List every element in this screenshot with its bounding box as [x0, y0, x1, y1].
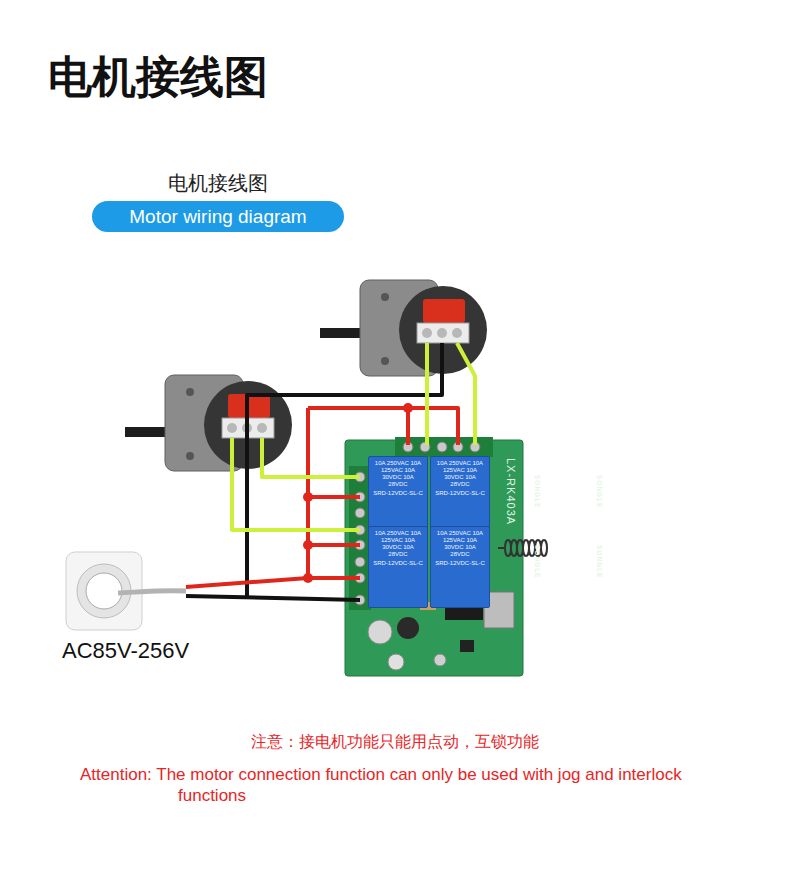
node-text: SRD-12VDC-SL-C: [372, 560, 424, 567]
gear-motor: [125, 375, 292, 471]
relay-board-pcb: [345, 437, 523, 676]
black-wire: [186, 596, 360, 600]
relay: SONGLE10A 250VAC 10A 125VAC 10A 30VDC 10…: [430, 526, 490, 608]
yellow-wire: [425, 343, 429, 445]
power-outlet: [118, 591, 186, 593]
relay-board: LX-RK403A SONGLE10A 250VAC 10A 125VAC 10A…: [345, 440, 523, 676]
board-components: [434, 654, 446, 666]
gear-motor: [320, 328, 365, 338]
red-wire: [308, 408, 458, 445]
power-outlet: [86, 573, 122, 609]
black-wire: [245, 438, 249, 598]
page-title: 电机接线图: [48, 48, 790, 107]
board-components: [388, 654, 404, 670]
black-wire: [186, 343, 442, 600]
board-components: [460, 640, 474, 652]
node-heading: SONGLE: [534, 475, 541, 508]
gear-motor: [437, 328, 447, 338]
gear-motor: [320, 280, 487, 376]
black-wire: [247, 343, 442, 440]
node-text: SRD-12VDC-SL-C: [372, 490, 424, 497]
wire-junction: [303, 573, 313, 583]
gear-motor: [381, 293, 389, 301]
gear-motor: [257, 423, 267, 433]
gear-motor: [186, 452, 194, 460]
node-heading: LX-RK403A: [505, 458, 517, 525]
node-text: 10A 250VAC 10A 125VAC 10A 30VDC 10A 28VD…: [434, 460, 486, 488]
gear-motor: [186, 388, 194, 396]
relay: SONGLE10A 250VAC 10A 125VAC 10A 30VDC 10…: [368, 526, 428, 608]
board-components: [368, 620, 392, 644]
node-text: 10A 250VAC 10A 125VAC 10A 30VDC 10A 28VD…: [434, 530, 486, 558]
board-components: [397, 617, 419, 639]
gear-motor: [452, 328, 462, 338]
red-wire: [186, 408, 458, 587]
power-outlet: [66, 552, 186, 630]
node-heading: SONGLE: [596, 475, 603, 508]
red-wire: [308, 495, 360, 499]
gear-motor: [125, 427, 170, 437]
gear-motor: [423, 299, 465, 323]
antenna-coil: [541, 540, 547, 556]
yellow-wire: [262, 438, 360, 477]
node-text: 10A 250VAC 10A 125VAC 10A 30VDC 10A 28VD…: [372, 460, 424, 488]
node-text: Motor wiring diagram: [106, 205, 330, 228]
gear-motor: [422, 328, 432, 338]
terminal-screw: [437, 442, 447, 452]
yellow-wire: [457, 343, 475, 445]
note-text: 注意：接电机功能只能用点动，互锁功能: [0, 732, 790, 753]
terminal-screw: [355, 508, 365, 518]
wire-junction: [303, 540, 313, 550]
wire-junction: [403, 403, 413, 413]
node-heading: SONGLE: [534, 545, 541, 578]
note-text: Attention: The motor connection function…: [80, 764, 730, 806]
voltage-label: AC85V-256V: [62, 638, 189, 664]
gear-motor: [381, 357, 389, 365]
node-text: SRD-12VDC-SL-C: [434, 560, 486, 567]
gear-motor: [417, 323, 469, 343]
node-heading: SONGLE: [596, 545, 603, 578]
red-wire: [186, 578, 360, 587]
terminal-screw: [355, 557, 365, 567]
wire-junction: [303, 492, 313, 502]
yellow-wire: [232, 438, 360, 530]
gear-motor: [227, 423, 237, 433]
title-badge: 电机接线图Motor wiring diagram: [92, 201, 344, 232]
antenna-coil: [498, 547, 504, 549]
red-wire: [406, 408, 410, 445]
node-text: SRD-12VDC-SL-C: [434, 490, 486, 497]
relay-board-pcb: [345, 440, 523, 676]
red-wire: [308, 543, 360, 547]
node-text: 10A 250VAC 10A 125VAC 10A 30VDC 10A 28VD…: [372, 530, 424, 558]
node-heading: 电机接线图: [72, 170, 364, 197]
